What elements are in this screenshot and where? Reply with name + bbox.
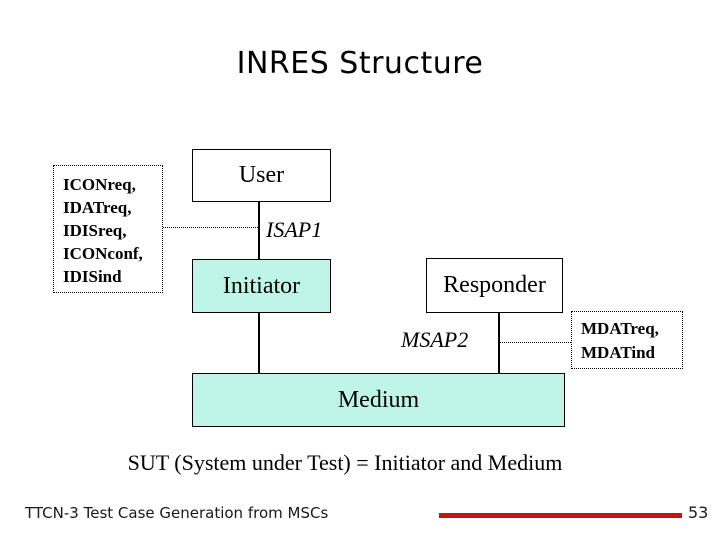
medium-box-label: Medium	[337, 386, 420, 413]
user-box: User	[192, 149, 331, 202]
responder-box: Responder	[426, 258, 563, 313]
responder-box-label: Responder	[443, 272, 546, 298]
medium-box: Medium	[192, 373, 565, 427]
connector-initiator-medium	[258, 313, 260, 373]
user-box-label: User	[238, 162, 285, 188]
footer-accent-bar	[439, 513, 682, 518]
footer-title: TTCN-3 Test Case Generation from MSCs	[25, 504, 329, 522]
primitive-line: MDATreq,	[581, 319, 659, 338]
primitive-line: ICONconf,	[63, 244, 143, 263]
sut-note: SUT (System under Test) = Initiator and …	[127, 450, 563, 475]
connector-user-initiator	[258, 202, 260, 259]
initiator-box: Initiator	[192, 259, 331, 313]
medium-primitives-box: MDATreq, MDATind	[571, 311, 683, 369]
connector-responder-medium	[498, 313, 500, 373]
initiator-box-label: Initiator	[222, 272, 301, 299]
primitive-line: MDATind	[581, 343, 656, 362]
dotted-connector-msap2-primitives	[500, 342, 571, 343]
dotted-connector-primitives-isap1	[163, 227, 258, 228]
initiator-primitives-box: ICONreq, IDATreq, IDISreq, ICONconf, IDI…	[53, 165, 163, 293]
page-number: 53	[688, 503, 709, 522]
primitive-line: IDATreq,	[63, 198, 132, 217]
primitive-line: IDISreq,	[63, 221, 127, 240]
primitive-line: ICONreq,	[63, 175, 136, 194]
msap2-label: MSAP2	[401, 327, 469, 352]
primitive-line: IDISind	[63, 267, 122, 286]
isap1-label: ISAP1	[266, 217, 323, 242]
slide-title: INRES Structure	[236, 46, 484, 81]
